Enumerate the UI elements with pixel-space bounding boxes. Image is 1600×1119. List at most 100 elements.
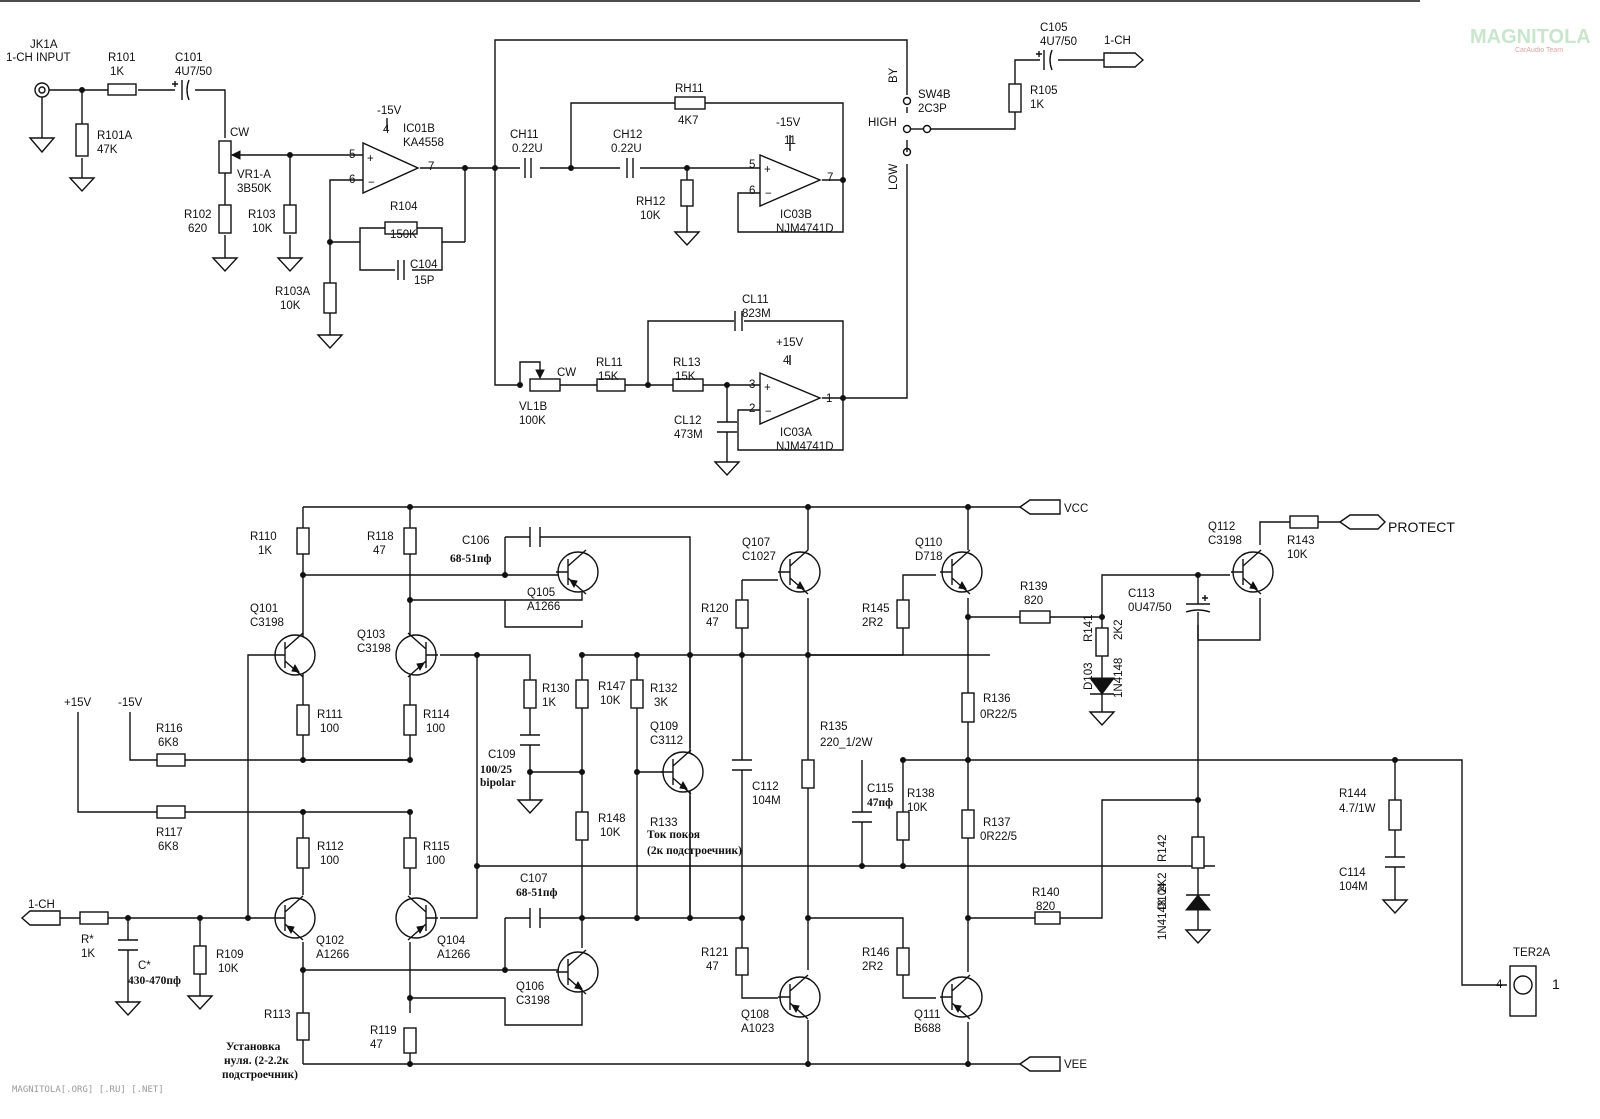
label-159: R109 [216,949,244,961]
label-104: R147 [598,681,626,693]
label-9: VR1-A [237,169,271,181]
label-158: A1266 [437,949,470,961]
label-117: 100 [426,723,445,735]
label-20: KA4558 [403,137,444,149]
label-35: 11 [784,135,796,147]
transistor-symbol-10 [778,974,821,1020]
label-128: R138 [907,788,935,800]
label-79: Q110 [915,537,942,549]
label-28: CH11 [510,129,539,141]
label-54: 823M [742,308,771,320]
note-8: Установка [226,1041,281,1053]
label-103: 1K [542,697,556,709]
label-132: R148 [598,813,626,825]
label-102: R130 [542,683,570,695]
label-131: 4.7/1W [1339,803,1376,815]
transistor-symbol-7 [273,895,316,941]
label-56: 4 [783,355,790,367]
label-167: 4 [1496,979,1503,991]
label-157: Q104 [437,935,466,947]
label-16: 10K [280,300,301,312]
label-170: C3198 [516,995,550,1007]
label-125: C112 [752,781,779,793]
label-72: R110 [250,531,277,543]
label-73: 1K [258,545,272,557]
note-5: (2к подстроечник) [647,845,742,857]
transistor-symbol-8 [395,895,438,941]
label-124: C109 [488,749,516,761]
label-82: C3198 [1208,535,1242,547]
label-161: R121 [701,947,729,959]
note-2: bipolar [480,777,516,789]
svg-text:−: − [765,188,772,200]
transistor-symbol-5 [1231,549,1274,595]
label-40: 10K [640,210,661,222]
label-71: VCC [1064,503,1088,515]
svg-text:−: − [765,406,772,418]
label-50: 1-CH [1104,35,1131,47]
label-108: D103 [1083,663,1095,691]
label-93: C3198 [250,617,284,629]
label-96: R120 [701,603,729,615]
label-113: -15V [118,697,143,709]
label-87: A1266 [527,601,560,613]
label-166: C* [138,960,151,972]
note-6: 68-51пф [516,887,557,899]
label-81: Q112 [1208,521,1235,533]
label-173: A1023 [741,1023,774,1035]
label-27: 15P [414,275,435,287]
label-164: 2R2 [862,961,883,973]
label-120: R135 [820,721,848,733]
label-13: R103 [248,209,276,221]
label-41: IC03B [780,209,812,221]
label-26: C104 [410,259,438,271]
label-6: R101A [97,130,132,142]
label-30: RH11 [675,83,704,95]
site-watermark: MAGNITOLA[.ORG] [.RU] [.NET] [12,1085,164,1095]
label-32: CH12 [613,129,642,141]
label-66: 100K [519,415,546,427]
label-174: Q111 [914,1009,940,1021]
label-111: 0R22/5 [980,709,1017,721]
label-141: R115 [423,841,450,853]
label-146: 104M [1339,881,1368,893]
label-74: R118 [367,531,394,543]
label-46: 2C3P [918,103,947,115]
transistor-symbol-1 [395,632,438,678]
label-148: R140 [1032,887,1060,899]
note-7: 430-470пф [128,975,181,987]
transistor-symbol-4 [940,549,983,595]
label-18: 4 [383,124,390,136]
transistor-symbol-6 [661,749,704,795]
label-48: C105 [1040,22,1068,34]
label-169: Q106 [516,981,544,993]
label-43: BY [888,67,900,83]
label-36: 5 [749,159,755,171]
label-150: D104 [1157,882,1169,910]
label-172: Q108 [741,1009,769,1021]
label-105: 10K [600,695,621,707]
label-1: 1-CH INPUT [6,52,71,64]
label-177: 47 [370,1039,383,1051]
label-63: 2 [749,403,755,415]
label-52: 1K [1030,99,1044,111]
label-119: C3112 [650,735,683,747]
label-29: 0.22U [512,143,543,155]
label-14: 10K [252,223,273,235]
label-22: 6 [349,174,355,186]
note-1: 100/25 [480,764,512,776]
label-110: R136 [983,693,1011,705]
label-4: C101 [175,52,203,64]
label-65: VL1B [519,401,547,413]
label-130: R144 [1339,788,1367,800]
label-155: Q102 [316,935,344,947]
label-136: 0R22/5 [980,831,1017,843]
label-59: 15K [598,371,619,383]
label-156: A1266 [316,949,349,961]
label-23: 7 [428,161,434,173]
label-126: 104M [752,795,781,807]
label-61: 15K [675,371,696,383]
label-151: 1N4148 [1157,900,1169,940]
label-80: D718 [915,551,943,563]
